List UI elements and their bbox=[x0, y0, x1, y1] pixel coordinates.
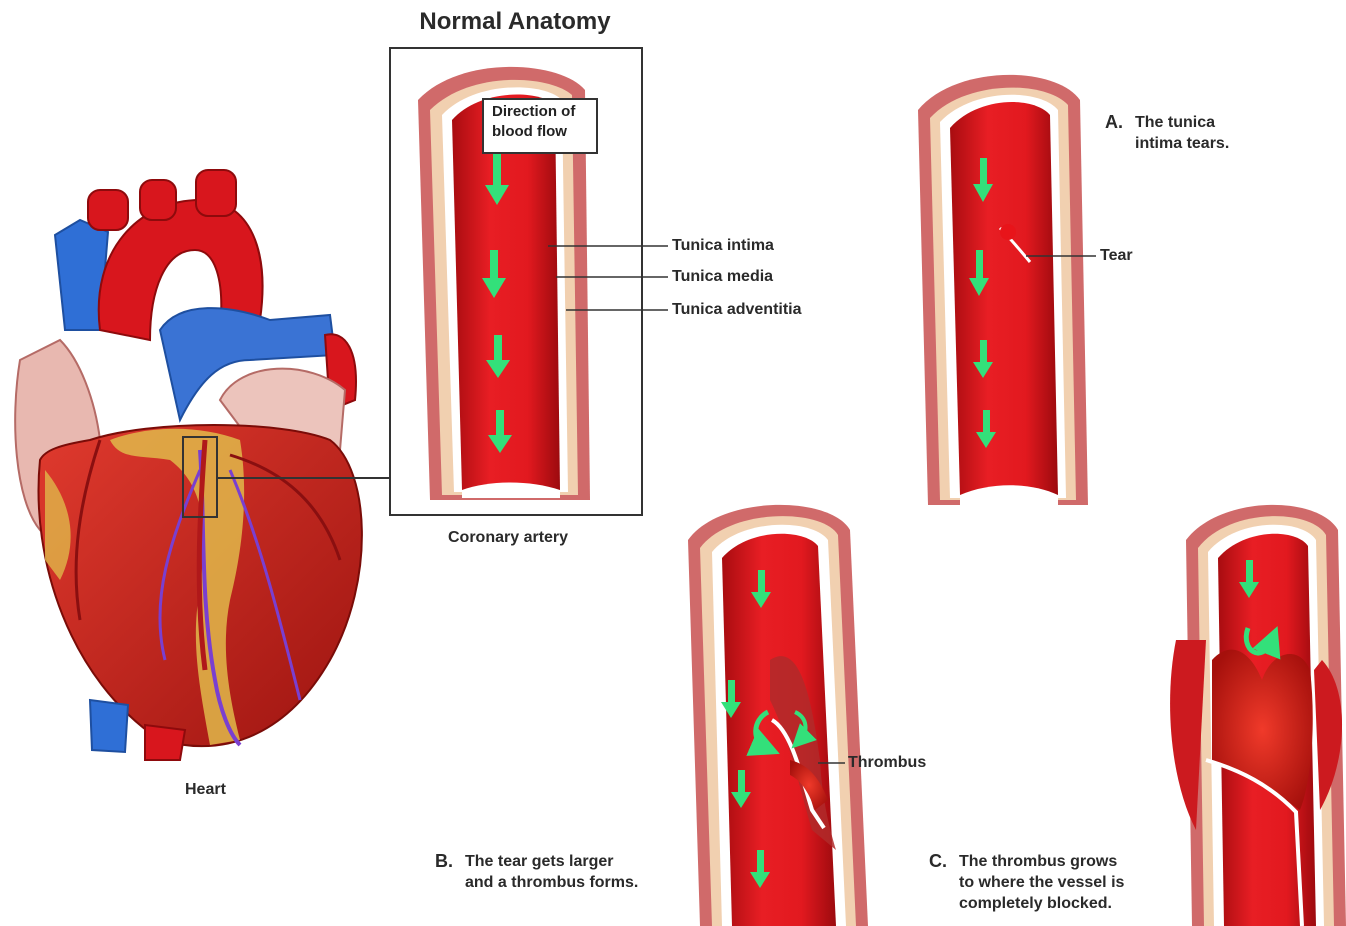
caption-b: B. The tear gets larger and a thrombus f… bbox=[435, 851, 695, 911]
direction-of-flow-label: Direction of blood flow bbox=[482, 98, 598, 154]
caption-b-line1: The tear gets larger bbox=[465, 851, 614, 872]
caption-c-letter: C. bbox=[929, 851, 947, 872]
coronary-artery-label: Coronary artery bbox=[448, 529, 568, 547]
artery-blocked-panel-c bbox=[1170, 505, 1346, 926]
thrombus-label: Thrombus bbox=[848, 754, 926, 772]
caption-a-letter: A. bbox=[1105, 112, 1123, 133]
caption-c-line3: completely blocked. bbox=[959, 893, 1112, 914]
caption-c-line1: The thrombus grows bbox=[959, 851, 1117, 872]
caption-b-line2: and a thrombus forms. bbox=[465, 872, 638, 893]
normal-anatomy-title: Normal Anatomy bbox=[360, 8, 670, 36]
caption-a-line1: The tunica bbox=[1135, 112, 1215, 133]
artery-tear-panel-a bbox=[918, 75, 1088, 505]
tear-label: Tear bbox=[1100, 247, 1133, 265]
caption-b-letter: B. bbox=[435, 851, 453, 872]
caption-c-line2: to where the vessel is bbox=[959, 872, 1124, 893]
caption-c: C. The thrombus grows to where the vesse… bbox=[929, 851, 1169, 921]
caption-a-line2: intima tears. bbox=[1135, 133, 1229, 154]
heart-illustration bbox=[15, 170, 362, 760]
caption-a: A. The tunica intima tears. bbox=[1105, 112, 1325, 172]
tunica-adventitia-label: Tunica adventitia bbox=[672, 301, 802, 319]
heart-label: Heart bbox=[185, 781, 226, 799]
tunica-media-label: Tunica media bbox=[672, 268, 773, 286]
artery-thrombus-panel-b bbox=[688, 505, 868, 926]
tunica-intima-label: Tunica intima bbox=[672, 237, 774, 255]
